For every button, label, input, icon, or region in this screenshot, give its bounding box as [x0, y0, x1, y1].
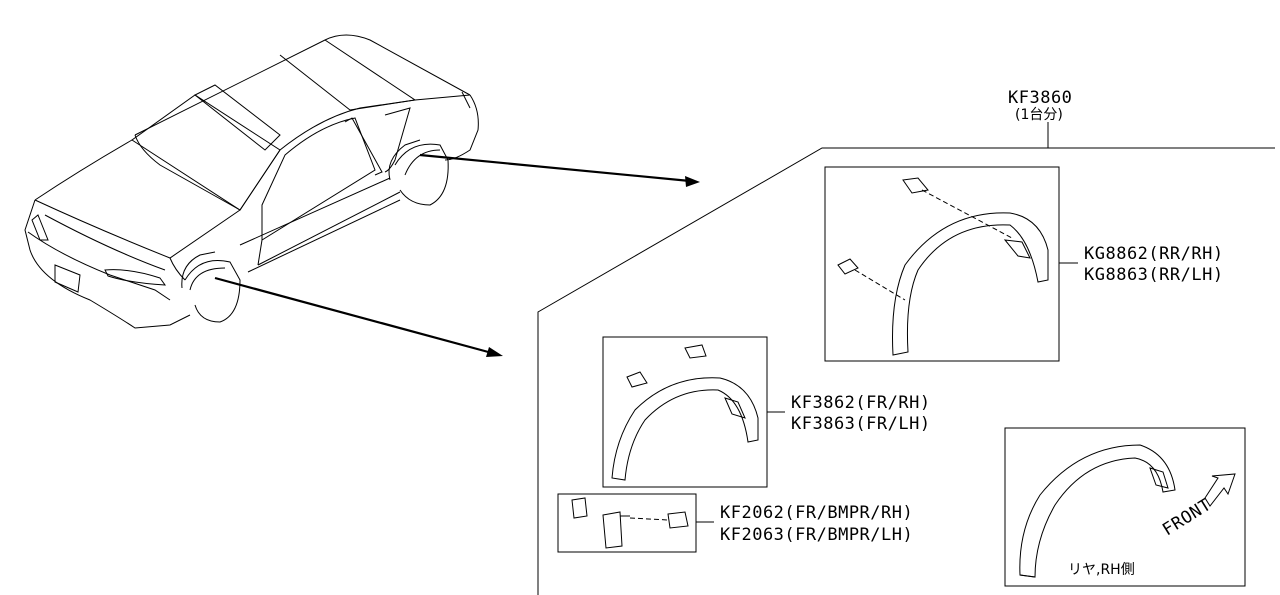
- front-part-rh: KF3862(FR/RH): [791, 393, 931, 413]
- rear-part-lh: KG8863(RR/LH): [1084, 265, 1224, 285]
- front-direction-arrow: [1204, 473, 1236, 507]
- set-part-number: KF3860: [1008, 88, 1072, 108]
- set-part-qty: (1台分): [1015, 107, 1063, 123]
- car-illustration: [24, 34, 479, 329]
- set-part-group: KF3860 (1台分): [537, 88, 1275, 595]
- pointer-arrows: [214, 153, 700, 357]
- detail-view-box: リヤ,RH側 FRONT: [1004, 427, 1246, 587]
- front-part-lh: KF3863(FR/LH): [791, 414, 931, 434]
- bumper-bracket-box: KF2062(FR/BMPR/RH) KF2063(FR/BMPR/LH): [557, 493, 913, 553]
- front-mudguard-box: KF3862(FR/RH) KF3863(FR/LH): [602, 336, 931, 488]
- rear-mudguard-box: KG8862(RR/RH) KG8863(RR/LH): [824, 166, 1224, 362]
- rear-part-rh: KG8862(RR/RH): [1084, 244, 1224, 264]
- bumper-part-lh: KF2063(FR/BMPR/LH): [720, 525, 913, 545]
- set-bracket-outline: [537, 147, 1275, 595]
- bumper-part-rh: KF2062(FR/BMPR/RH): [720, 503, 913, 523]
- detail-caption: リヤ,RH側: [1068, 562, 1135, 578]
